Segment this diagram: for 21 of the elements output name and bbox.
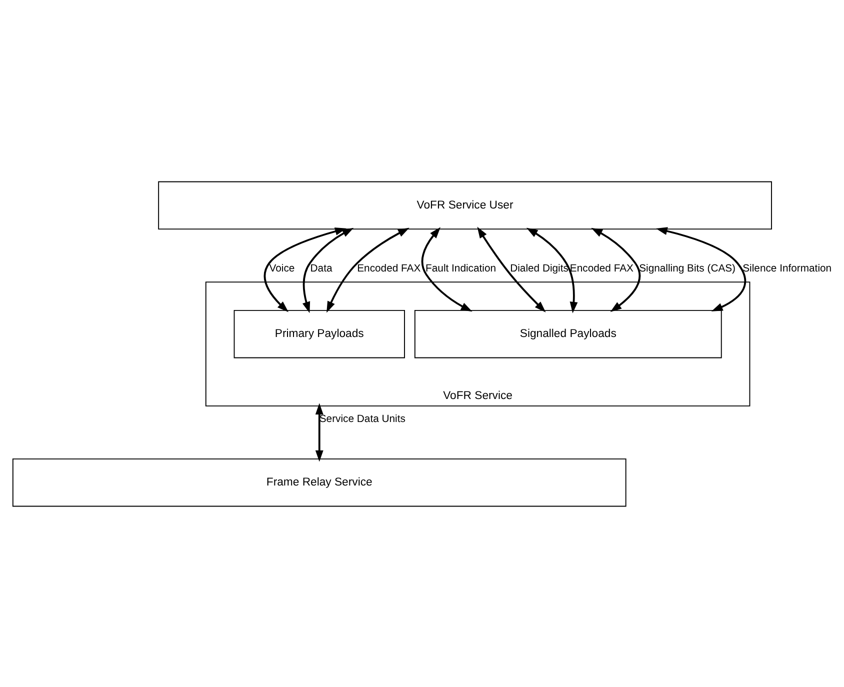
edge-label: Silence Information: [742, 262, 832, 274]
edge-label: Encoded FAX: [570, 262, 634, 274]
edge-label: Voice: [269, 262, 295, 274]
arrow: [315, 402, 324, 462]
arrow: [656, 226, 746, 311]
arrow: [591, 227, 641, 312]
node-box: VoFR Service User: [158, 180, 772, 230]
edge-label: Signalling Bits (CAS): [639, 262, 736, 274]
node-box: Primary Payloads: [234, 309, 405, 358]
arrow: [477, 226, 546, 312]
arrow: [326, 227, 410, 312]
edge-label: Dialed Digits: [510, 262, 568, 274]
node-box: Signalled Payloads: [414, 309, 722, 358]
edge-label: Fault Indication: [426, 262, 496, 274]
arrow: [421, 226, 472, 312]
node-box: Frame Relay Service: [12, 458, 626, 506]
edge-label: Data: [310, 262, 332, 274]
arrow: [264, 227, 346, 312]
arrow: [302, 227, 354, 313]
arrow: [526, 227, 578, 313]
edge-label: Encoded FAX: [357, 262, 421, 274]
